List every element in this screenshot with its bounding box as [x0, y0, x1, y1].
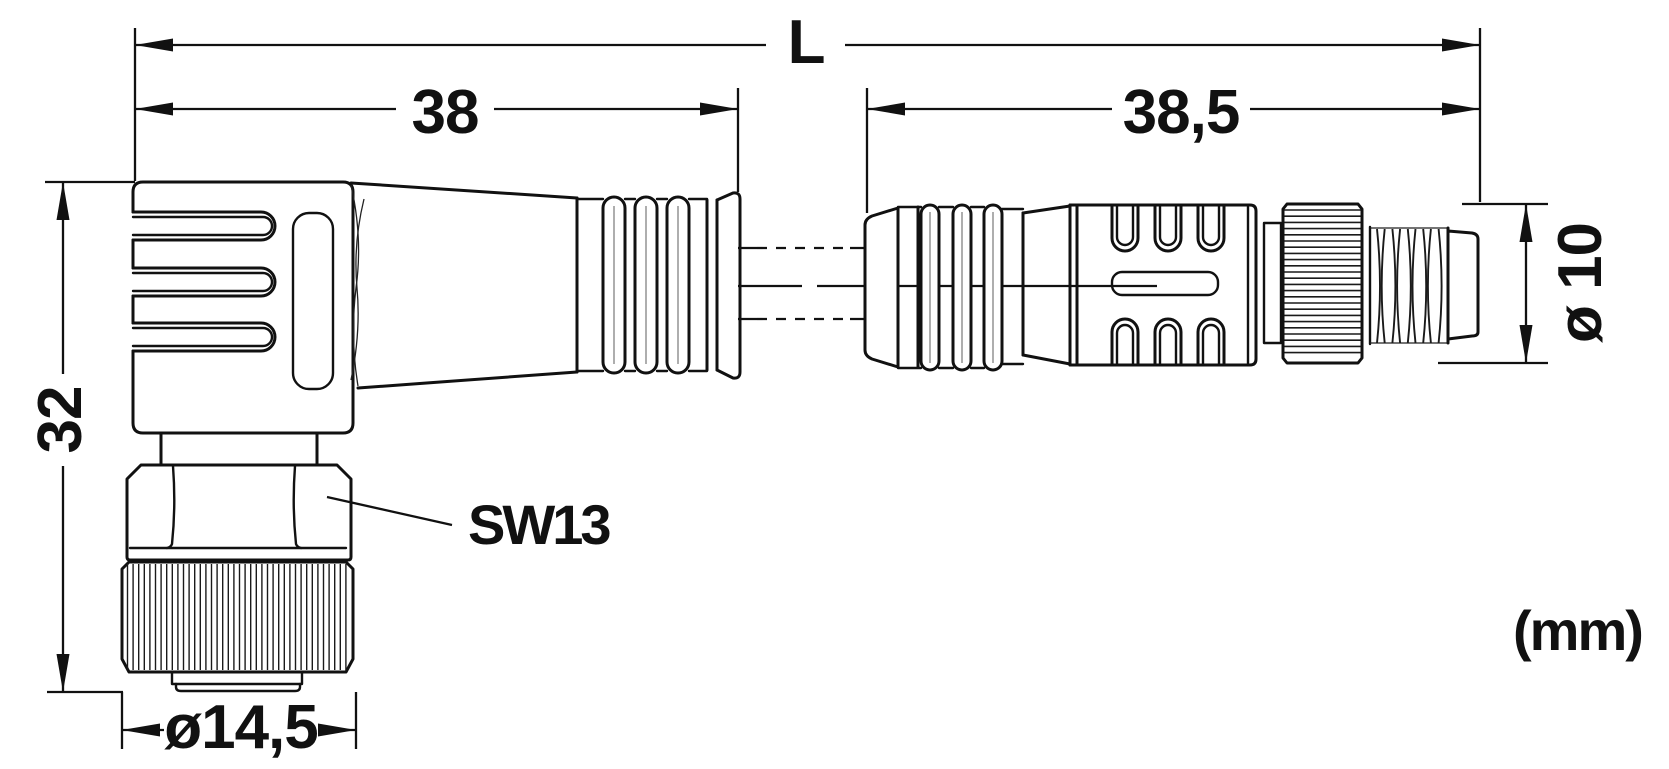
- unit-note-label: (mm): [1513, 599, 1642, 662]
- angled-connector-drawing: [120, 180, 742, 693]
- dim-nut-diameter-label: ø14,5: [164, 693, 318, 762]
- knurl-horizontal-lines: [1284, 209, 1361, 354]
- dimension-total-length: L: [135, 8, 1480, 77]
- dimension-right-diameter: ø 10: [1438, 202, 1615, 365]
- dimension-nut-diameter: ø14,5: [120, 692, 358, 762]
- dim-total-length-label: L: [788, 8, 825, 77]
- dim-right-diameter-label: ø 10: [1546, 223, 1615, 343]
- dimension-right-connector-length: 38,5: [867, 78, 1480, 147]
- cable-dashed-lines: [738, 246, 1157, 321]
- dim-left-length-label: 38: [412, 78, 479, 147]
- dimension-annotations: L 38 38,5 32: [26, 8, 1644, 762]
- dim-right-length-label: 38,5: [1123, 78, 1240, 147]
- dim-height-label: 32: [26, 387, 95, 454]
- wrench-size-callout: SW13: [326, 493, 613, 556]
- wrench-size-label: SW13: [468, 493, 610, 556]
- dimension-connector-height: 32: [26, 180, 135, 694]
- knurl-vertical-lines: [126, 564, 347, 670]
- thread-lines: [1376, 228, 1443, 344]
- straight-connector-drawing: [863, 202, 1480, 372]
- dimension-left-connector-length: 38: [135, 78, 738, 147]
